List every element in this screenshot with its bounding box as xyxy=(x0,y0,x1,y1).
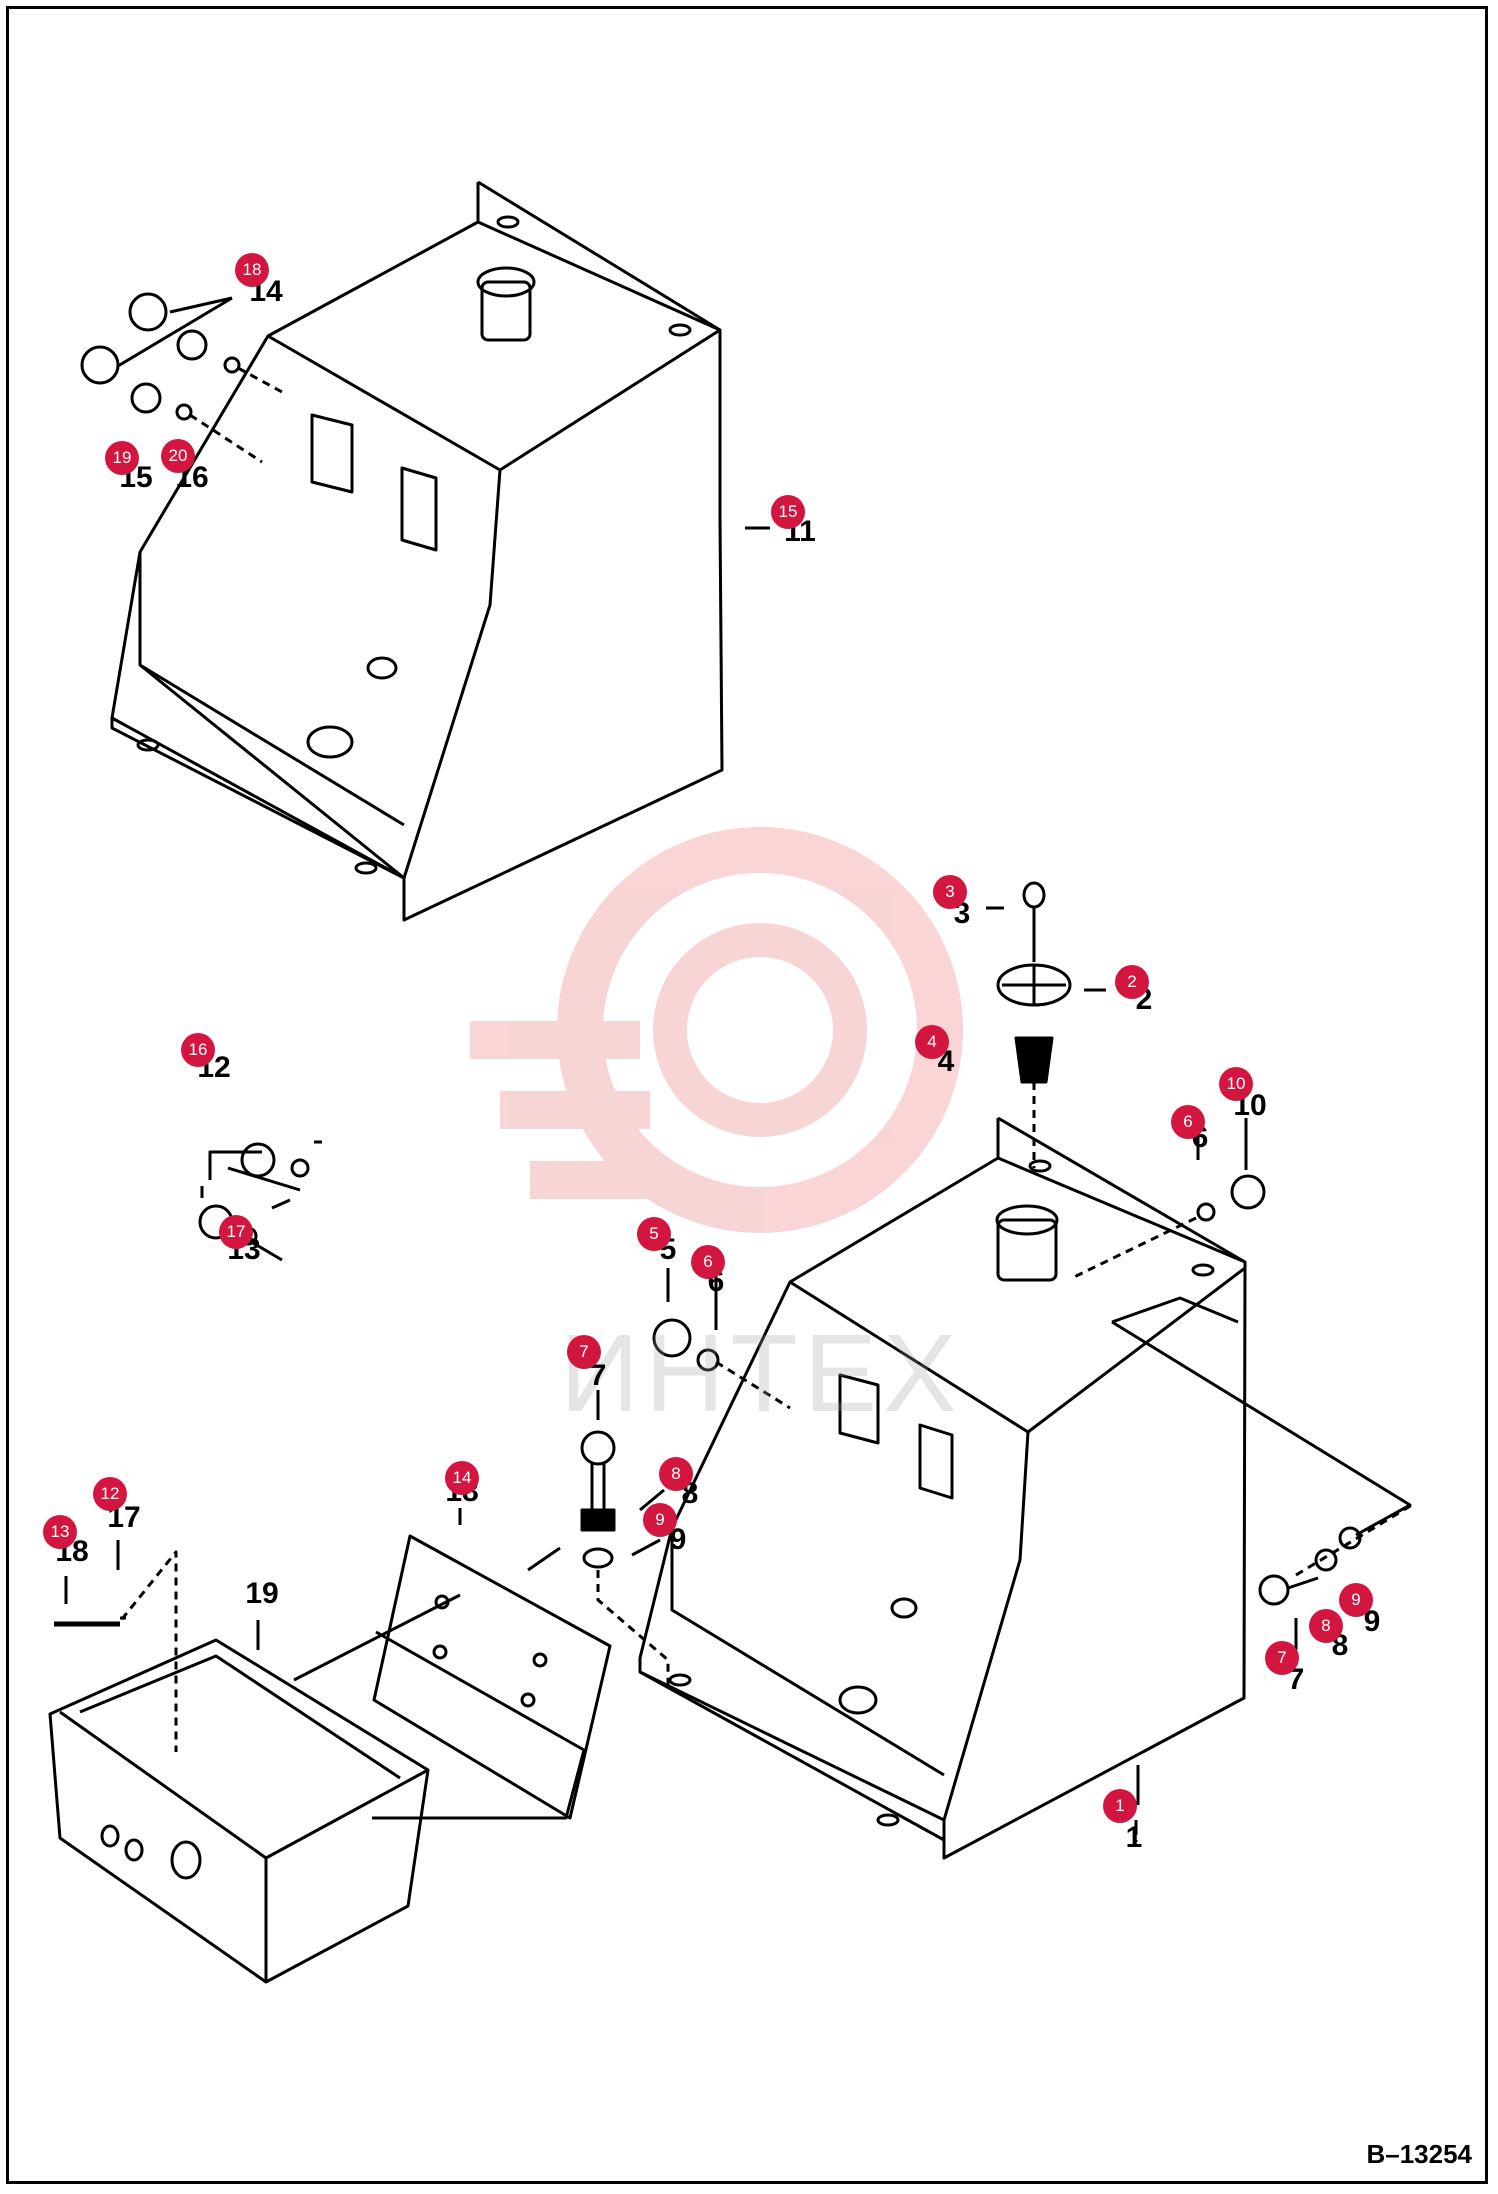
callout-15: 15 xyxy=(771,495,805,529)
side-fittings xyxy=(652,1118,1266,1410)
watermark-text: ИНТЕХ xyxy=(560,1312,963,1435)
callout-9-center: 9 xyxy=(643,1503,677,1537)
callout-12: 12 xyxy=(93,1477,127,1511)
upper-hydraulic-tank xyxy=(110,180,770,922)
callout-18: 18 xyxy=(235,253,269,287)
part-number-9-center: 9 xyxy=(669,1523,687,1556)
battery-box-assembly xyxy=(48,1508,612,1984)
part-number-7-center: 7 xyxy=(589,1359,607,1392)
drawing-code: B–13254 xyxy=(1366,2139,1472,2169)
watermark-gear-logo xyxy=(470,827,963,1233)
callout-9-right: 9 xyxy=(1339,1583,1373,1617)
left-fittings-16-17 xyxy=(198,1140,322,1262)
callout-13: 13 xyxy=(43,1515,77,1549)
drawing-frame xyxy=(6,6,1488,2184)
callout-16: 16 xyxy=(181,1033,215,1067)
callout-3: 3 xyxy=(933,875,967,909)
right-bolt-set xyxy=(1258,1503,1413,1650)
callout-7-center: 7 xyxy=(567,1335,601,1369)
part-number-1: 1 xyxy=(1125,1821,1143,1854)
part-number-11: 19 xyxy=(245,1577,279,1610)
callout-8-center: 8 xyxy=(659,1457,693,1491)
callout-14: 14 xyxy=(445,1461,479,1495)
callout-6-right: 6 xyxy=(1171,1105,1205,1139)
center-bolt-set xyxy=(580,1390,670,1690)
callout-8-right: 8 xyxy=(1309,1609,1343,1643)
callout-5: 5 xyxy=(637,1217,671,1251)
callout-17: 17 xyxy=(219,1215,253,1249)
callout-4: 4 xyxy=(915,1025,949,1059)
callout-19: 19 xyxy=(105,441,139,475)
callout-10: 10 xyxy=(1219,1067,1253,1101)
part-number-9-right: 9 xyxy=(1363,1605,1381,1638)
upper-fittings xyxy=(80,292,283,464)
callout-1: 1 xyxy=(1103,1789,1137,1823)
callout-6-center: 6 xyxy=(691,1245,725,1279)
callout-2: 2 xyxy=(1115,965,1149,999)
filler-cap-assembly xyxy=(986,881,1106,1168)
lower-hydraulic-tank xyxy=(638,1116,1412,1860)
callout-20: 20 xyxy=(161,439,195,473)
callout-7-right: 7 xyxy=(1265,1641,1299,1675)
